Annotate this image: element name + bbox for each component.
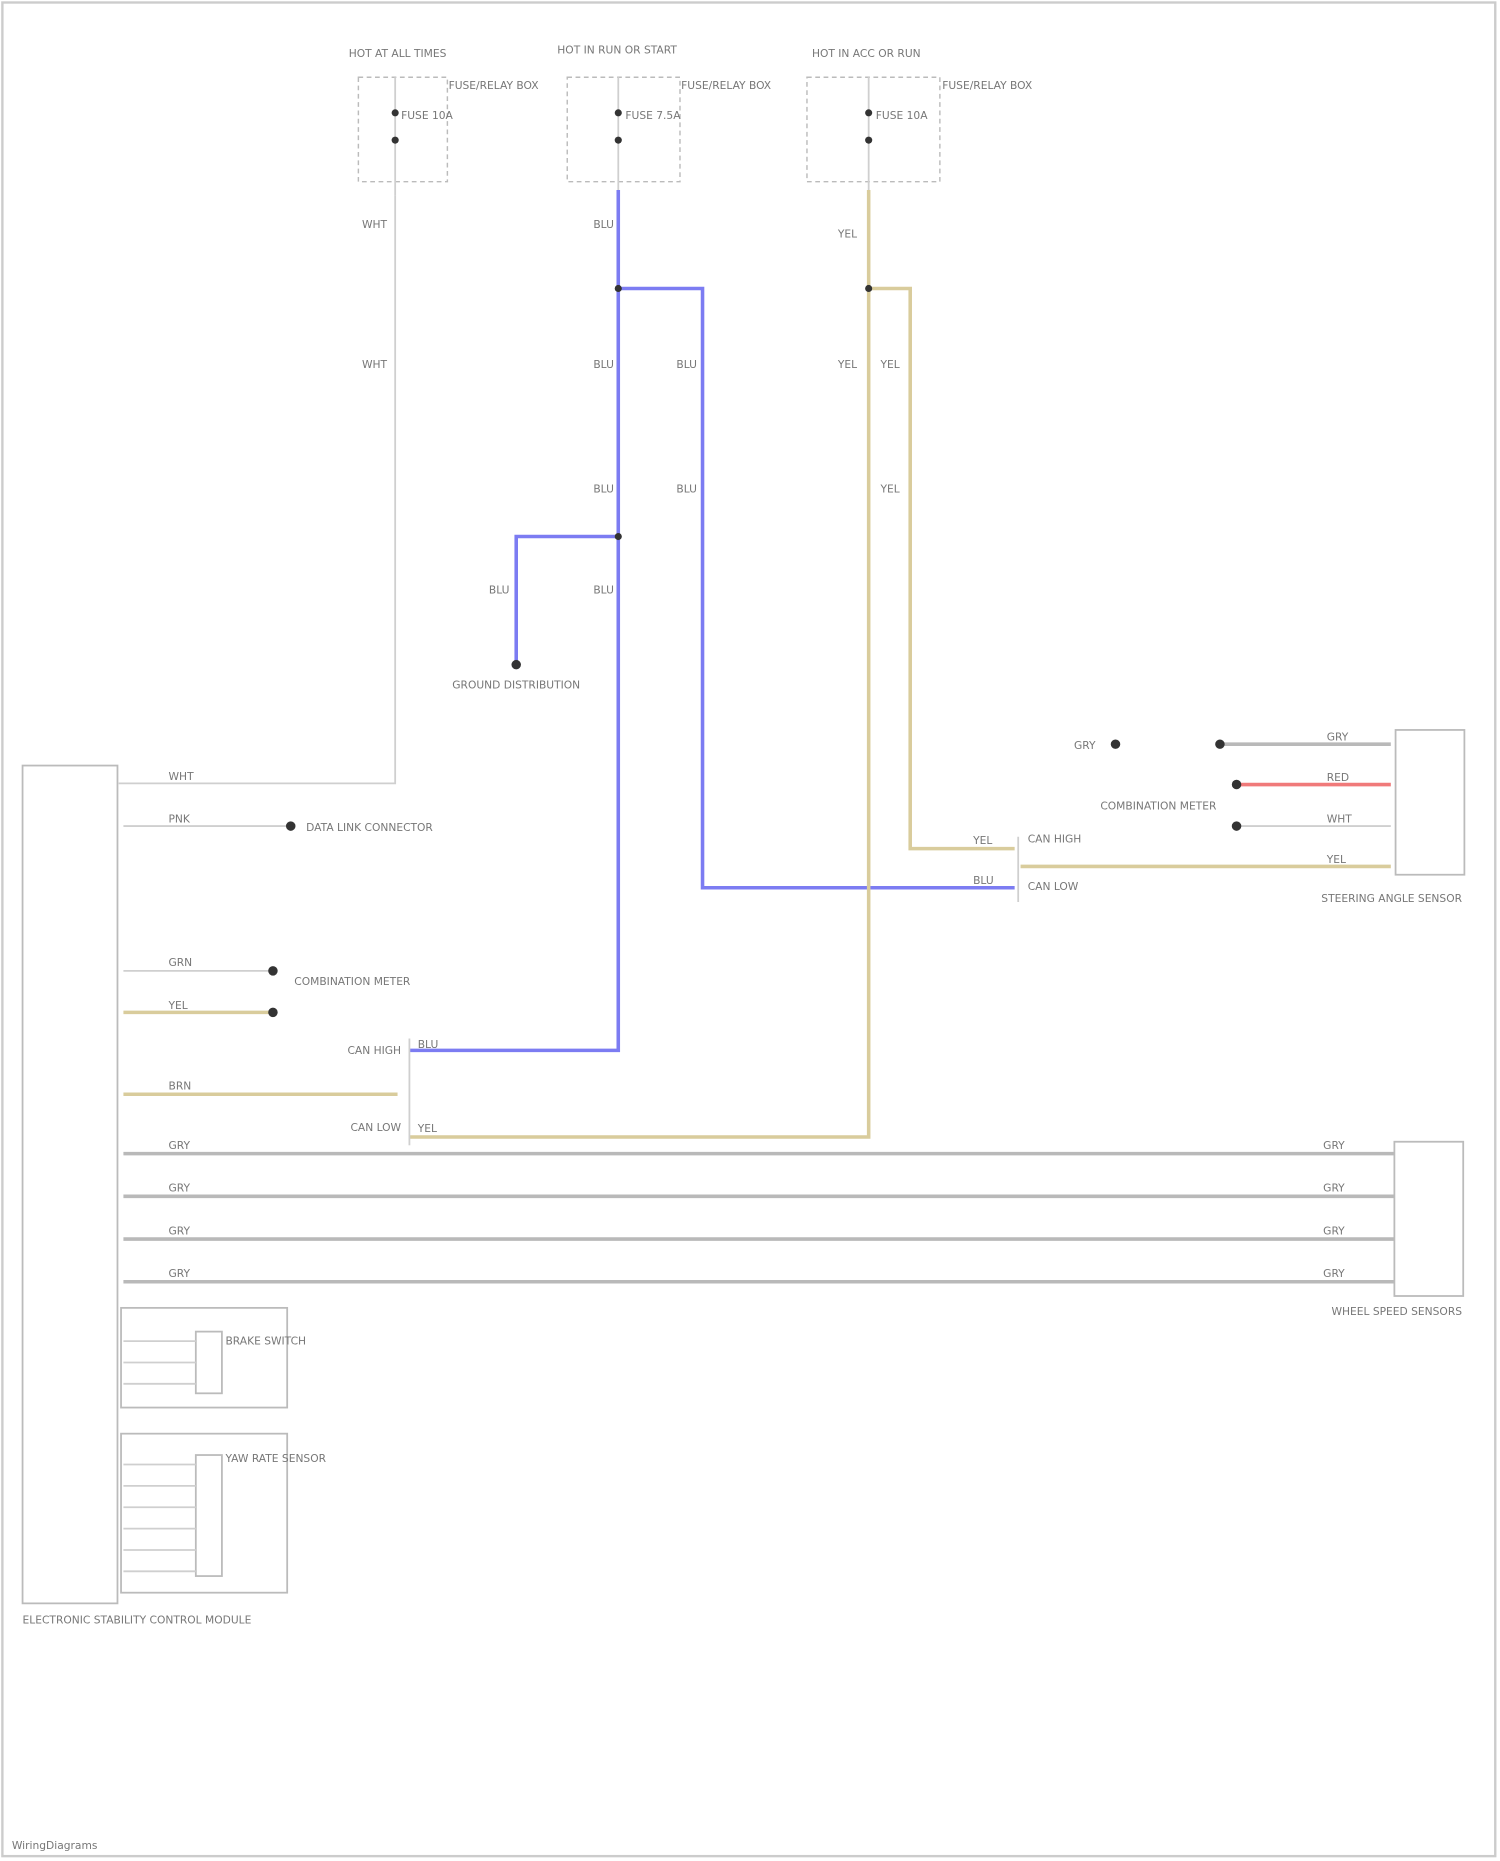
svg-text:YEL: YEL: [1326, 853, 1346, 866]
svg-text:WHEEL SPEED SENSORS: WHEEL SPEED SENSORS: [1331, 1305, 1462, 1318]
control-module: [23, 766, 118, 1604]
svg-text:CAN LOW: CAN LOW: [350, 1121, 401, 1134]
svg-text:FUSE 7.5A: FUSE 7.5A: [625, 109, 681, 122]
svg-text:HOT IN RUN OR START: HOT IN RUN OR START: [557, 44, 677, 57]
svg-text:GRY: GRY: [1327, 731, 1349, 744]
svg-text:GRY: GRY: [169, 1139, 191, 1152]
svg-text:FUSE/RELAY BOX: FUSE/RELAY BOX: [681, 79, 771, 92]
svg-text:STEERING ANGLE SENSOR: STEERING ANGLE SENSOR: [1321, 892, 1462, 905]
wire-yel-main: [409, 190, 868, 1137]
svg-text:FUSE/RELAY BOX: FUSE/RELAY BOX: [449, 79, 539, 92]
svg-text:GRY: GRY: [1323, 1267, 1345, 1280]
steering-angle-sensor: [1396, 730, 1465, 875]
meter-label: COMBINATION METER: [294, 975, 411, 988]
svg-text:RED: RED: [1327, 771, 1349, 784]
svg-text:BLU: BLU: [489, 583, 510, 596]
wire-yel-branch: [869, 288, 1015, 848]
wire-blu-branch: [618, 288, 1014, 887]
svg-text:GRY: GRY: [1323, 1139, 1345, 1152]
svg-text:HOT AT ALL TIMES: HOT AT ALL TIMES: [349, 47, 447, 60]
svg-text:WHT: WHT: [362, 218, 388, 231]
ground-label: GROUND DISTRIBUTION: [452, 678, 580, 691]
svg-text:COMBINATION METER: COMBINATION METER: [1100, 799, 1217, 812]
svg-text:BRAKE SWITCH: BRAKE SWITCH: [225, 1335, 306, 1348]
svg-text:GRY: GRY: [1323, 1182, 1345, 1195]
svg-text:GRY: GRY: [1074, 739, 1096, 752]
svg-text:BLU: BLU: [593, 218, 614, 231]
svg-text:YAW RATE SENSOR: YAW RATE SENSOR: [224, 1452, 326, 1465]
svg-text:GRY: GRY: [169, 1267, 191, 1280]
svg-text:GRY: GRY: [169, 1224, 191, 1237]
svg-text:WHT: WHT: [362, 358, 388, 371]
footer-watermark: WiringDiagrams: [12, 1839, 98, 1852]
svg-text:BLU: BLU: [593, 358, 614, 371]
svg-text:BLU: BLU: [418, 1038, 439, 1051]
svg-text:BLU: BLU: [973, 874, 994, 887]
svg-text:BLU: BLU: [676, 358, 697, 371]
svg-text:WHT: WHT: [1327, 813, 1353, 826]
svg-text:BLU: BLU: [593, 483, 614, 496]
fuse-box-3: HOT IN ACC OR RUN FUSE 10A FUSE/RELAY BO…: [807, 47, 1032, 190]
svg-text:GRY: GRY: [1323, 1224, 1345, 1237]
svg-text:BLU: BLU: [676, 483, 697, 496]
wire-labels: WHT WHT BLU BLU BLU BLU BLU BLU BLU YEL …: [168, 218, 1353, 1280]
svg-text:GRY: GRY: [169, 1182, 191, 1195]
wire-blu-ground: [516, 537, 618, 665]
svg-text:YEL: YEL: [417, 1122, 437, 1135]
wires: [119, 190, 1395, 1282]
svg-text:YEL: YEL: [972, 834, 992, 847]
control-module-label: ELECTRONIC STABILITY CONTROL MODULE: [23, 1614, 252, 1627]
svg-text:PNK: PNK: [169, 813, 191, 826]
svg-text:CAN HIGH: CAN HIGH: [347, 1044, 401, 1057]
svg-text:CAN LOW: CAN LOW: [1028, 880, 1079, 893]
svg-text:FUSE 10A: FUSE 10A: [876, 109, 928, 122]
svg-text:CAN HIGH: CAN HIGH: [1028, 833, 1082, 846]
svg-text:BLU: BLU: [593, 583, 614, 596]
svg-text:HOT IN ACC OR RUN: HOT IN ACC OR RUN: [812, 47, 921, 60]
svg-text:BRN: BRN: [169, 1080, 192, 1093]
svg-text:GRN: GRN: [169, 956, 193, 969]
svg-text:WHT: WHT: [169, 770, 195, 783]
wheel-speed-sensors: [1394, 1142, 1463, 1296]
data-link-label: DATA LINK CONNECTOR: [306, 821, 433, 834]
svg-text:YEL: YEL: [168, 999, 188, 1012]
svg-text:YEL: YEL: [880, 358, 900, 371]
svg-text:YEL: YEL: [837, 227, 857, 240]
wire-blu-main: [409, 190, 618, 1050]
wire-wht: [119, 196, 396, 783]
svg-text:YEL: YEL: [880, 483, 900, 496]
svg-text:FUSE 10A: FUSE 10A: [401, 109, 453, 122]
fuse-box-2: HOT IN RUN OR START FUSE 7.5A FUSE/RELAY…: [557, 44, 771, 190]
svg-text:YEL: YEL: [837, 358, 857, 371]
fuse-box-1: HOT AT ALL TIMES FUSE 10A FUSE/RELAY BOX: [349, 47, 539, 196]
svg-text:FUSE/RELAY BOX: FUSE/RELAY BOX: [942, 79, 1032, 92]
